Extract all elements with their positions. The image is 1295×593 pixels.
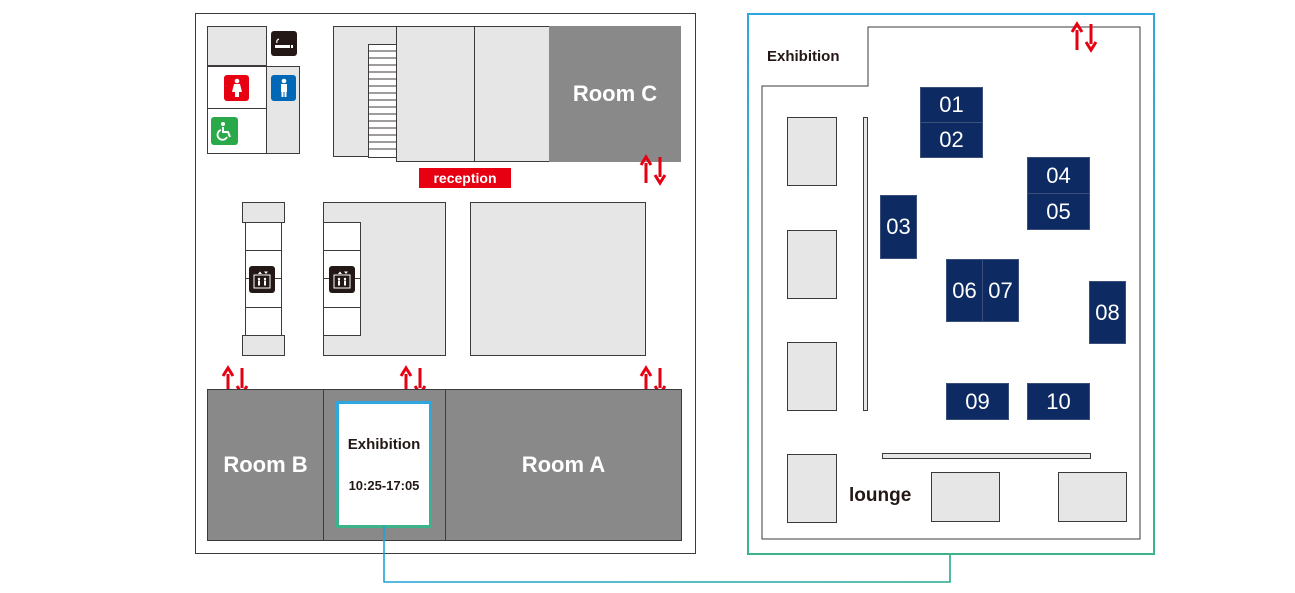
booth-number: 01 — [939, 92, 964, 117]
lounge-label-text: lounge — [849, 485, 912, 506]
elevator-shaft-1-mid1 — [245, 250, 282, 251]
booth-number: 05 — [1046, 198, 1071, 224]
booth-03[interactable]: 03 — [880, 195, 917, 259]
exhibition-hours: 10:25-17:05 — [348, 477, 420, 493]
table — [787, 342, 837, 411]
restroom-block-top — [207, 26, 267, 66]
up-down-arrows-icon — [639, 154, 667, 186]
booth-02[interactable]: 02 — [920, 122, 983, 158]
booth-number: 10 — [1046, 388, 1071, 414]
lounge-label: lounge — [849, 485, 911, 507]
reception-text: reception — [433, 170, 497, 186]
elevator-shaft-1-top — [242, 202, 285, 223]
booth-number: 02 — [939, 127, 964, 152]
hall-center — [474, 26, 550, 162]
booth-05[interactable]: 05 — [1027, 193, 1090, 230]
partition-vertical — [863, 117, 868, 411]
restroom-divider — [207, 108, 267, 109]
elevator-shaft-2-mid1 — [323, 250, 361, 251]
booth-number: 03 — [886, 214, 911, 239]
room-b[interactable]: Room B — [207, 389, 324, 541]
smoking-area-icon — [271, 31, 297, 56]
booth-01[interactable]: 01 — [920, 87, 983, 123]
table — [787, 454, 837, 523]
elevator-shaft-1-mid3 — [245, 307, 282, 308]
lounge-sofa — [931, 472, 1000, 522]
booth-number: 06 — [952, 277, 977, 303]
booth-07[interactable]: 07 — [982, 259, 1019, 322]
staircase — [368, 44, 397, 158]
wheelchair-accessible-icon — [211, 117, 238, 145]
right-floor-title: Exhibition — [767, 48, 840, 65]
elevator-icon — [249, 266, 275, 293]
booth-number: 07 — [988, 277, 1013, 303]
restroom-men-icon — [271, 75, 296, 101]
hall-left — [396, 26, 475, 162]
table — [787, 230, 837, 299]
booth-06[interactable]: 06 — [946, 259, 983, 322]
room-a[interactable]: Room A — [445, 389, 682, 541]
partition-horizontal — [882, 453, 1091, 459]
elevator-icon — [329, 266, 355, 293]
elevator-shaft-1-bottom — [242, 335, 285, 356]
reception-label: reception — [419, 168, 511, 188]
exhibition-room-title: Exhibition — [347, 436, 421, 454]
room-c-label: Room C — [572, 81, 658, 106]
elevator-shaft-2-mid3 — [323, 307, 361, 308]
booth-number: 08 — [1095, 299, 1120, 325]
booth-04[interactable]: 04 — [1027, 157, 1090, 194]
booth-09[interactable]: 09 — [946, 383, 1009, 420]
lounge-sofa — [1058, 472, 1127, 522]
room-c[interactable]: Room C — [549, 26, 681, 162]
restroom-women-icon — [224, 75, 249, 101]
room-b-label: Room B — [223, 452, 308, 477]
right-floor-title-text: Exhibition — [767, 48, 840, 65]
booth-number: 09 — [965, 388, 990, 414]
room-a-label: Room A — [521, 452, 606, 477]
central-hall — [470, 202, 646, 356]
table — [787, 117, 837, 186]
booth-08[interactable]: 08 — [1089, 281, 1126, 344]
exhibition-room-highlight[interactable]: Exhibition 10:25-17:05 — [336, 401, 432, 528]
booth-number: 04 — [1046, 162, 1071, 188]
connector-line — [383, 526, 951, 583]
up-down-arrows-icon — [1070, 21, 1098, 53]
booth-10[interactable]: 10 — [1027, 383, 1090, 420]
